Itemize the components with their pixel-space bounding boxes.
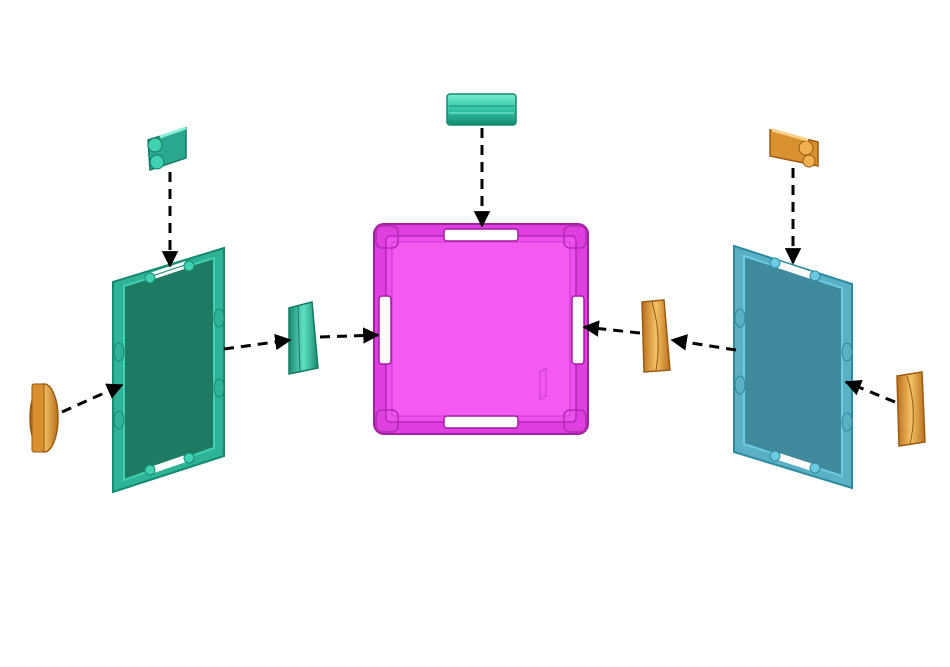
left-center-connector — [289, 302, 318, 374]
left-side-connector — [30, 384, 58, 452]
left-top-connector — [148, 128, 186, 170]
arrow-right-center-to-panel — [584, 327, 640, 333]
right-side-connector — [897, 372, 925, 446]
top-center-connector — [447, 94, 516, 125]
arrow-left-panel-to-clip — [224, 340, 290, 349]
left-panel — [113, 248, 224, 492]
arrow-right-panel-to-clip — [672, 340, 736, 350]
arrow-right-side — [846, 382, 895, 402]
arrow-clip-to-center — [320, 335, 378, 337]
right-panel — [734, 246, 852, 488]
right-center-connector — [642, 300, 670, 372]
center-panel — [374, 224, 588, 434]
right-top-connector — [770, 130, 818, 167]
